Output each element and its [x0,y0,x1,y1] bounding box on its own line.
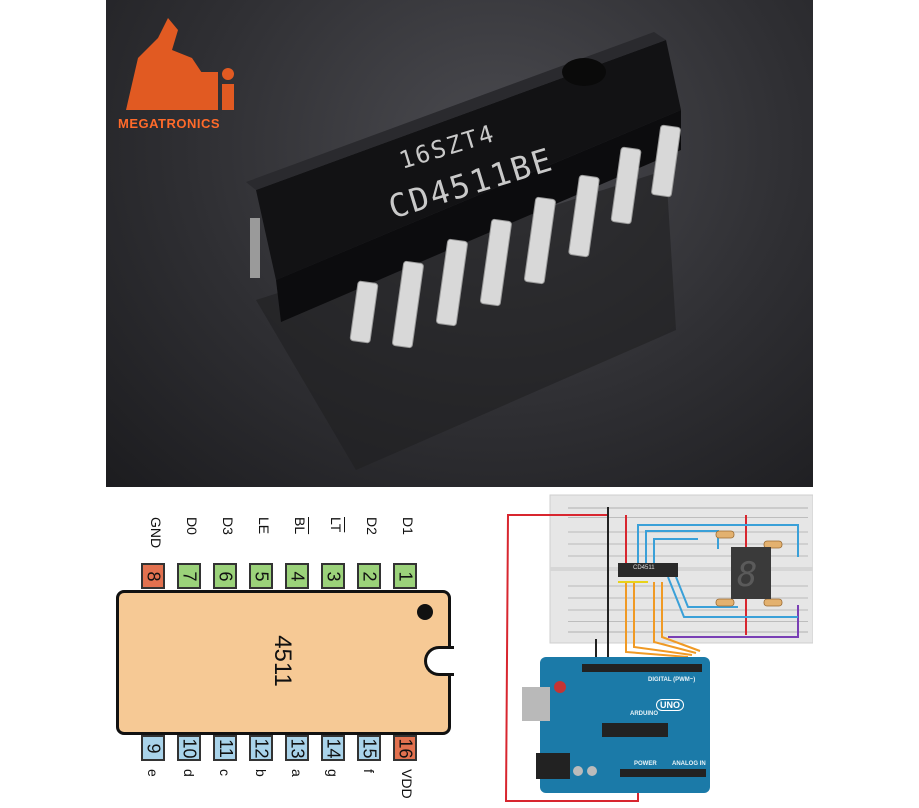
pin-name-lt: LT [328,517,344,533]
logo-wordmark: MEGATRONICS [118,116,221,131]
pin-4: 4 [285,563,309,589]
pinout-diagram: 4511 GND D0 D3 LE BL LT D2 D1 8 7 6 5 4 … [106,487,478,808]
ic-label: 4511 [269,635,296,687]
pin-name-d2: D2 [364,517,380,535]
arduino-brand: ARDUINO [630,711,658,717]
pin-10: 10 [177,735,201,761]
pin-12: 12 [249,735,273,761]
pin-name-d: d [181,769,197,777]
pin-name-b: b [253,769,269,777]
pin-name-gnd: GND [148,517,164,549]
ic-body [116,590,451,735]
pin-13: 13 [285,735,309,761]
seven-segment-display: 8 [737,555,758,595]
digital-header-label: DIGITAL (PWM~) [648,677,696,683]
pin-name-a: a [289,769,305,777]
power-header-label: POWER [634,761,657,767]
pin-3: 3 [321,563,345,589]
pin-6: 6 [213,563,237,589]
arduino-model: UNO [656,699,684,711]
pin-name-g: g [325,769,341,777]
pin-name-d3: D3 [220,517,236,535]
pin-name-d0: D0 [184,517,200,535]
chip-photo-graphic [126,18,681,470]
pin1-dot [417,604,433,620]
pin-name-bl: BL [292,517,308,535]
pin-2: 2 [357,563,381,589]
pin-1: 1 [393,563,417,589]
analog-header-label: ANALOG IN [672,761,706,767]
pin-5: 5 [249,563,273,589]
pin-14: 14 [321,735,345,761]
product-photo: MEGATRONICS 16SZT4 CD4511BE [106,0,813,487]
circuit-diagram: CD4511 8 ARDUINO UNO DIGITAL (PWM~) POWE… [478,487,813,808]
pin-name-f: f [361,769,377,773]
pin-16: 16 [393,735,417,761]
pin-11: 11 [213,735,237,761]
pin-8: 8 [141,563,165,589]
ic-notch [424,646,454,676]
pin-15: 15 [357,735,381,761]
pin-name-e: e [145,769,161,777]
pin-name-d1: D1 [400,517,416,535]
pin-name-vdd: VDD [399,769,415,799]
pin-name-c: c [217,769,233,776]
pin-name-le: LE [256,517,272,535]
pin-7: 7 [177,563,201,589]
circuit-graphic [504,494,813,802]
pin-9: 9 [141,735,165,761]
breadboard-chip-label: CD4511 [633,565,655,571]
